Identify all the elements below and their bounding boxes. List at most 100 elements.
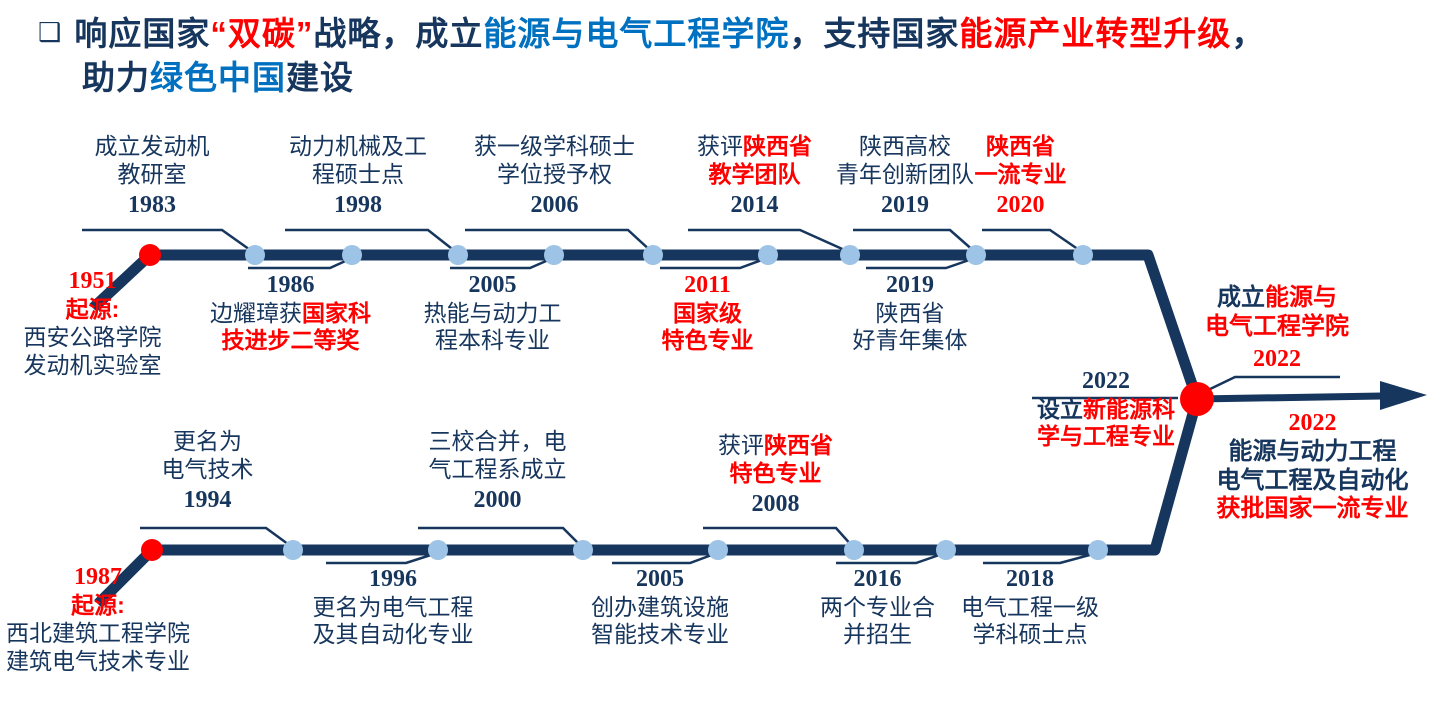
milestone-year: 2005	[468, 272, 517, 298]
milestone-year: 2020	[996, 192, 1045, 219]
milestone-year: 2018	[1006, 566, 1054, 592]
milestone-2022-new-energy: 2022 设立新能源科学与工程专业	[1022, 364, 1190, 451]
milestone-label: 创办建筑设施智能技术专业	[591, 593, 729, 648]
milestone-2019-youth-group: 2019 陕西省好青年集体	[820, 268, 1000, 355]
milestone-year: 2019	[886, 272, 934, 298]
bullet-square-icon: ❑	[38, 17, 63, 47]
dot-2005-building	[708, 540, 728, 560]
milestone-label: 两个专业合并招生	[820, 593, 935, 648]
connector-2008	[703, 526, 854, 548]
dot-1994	[283, 540, 303, 560]
milestone-year: 1998	[334, 192, 382, 219]
origin-label: 起源:	[65, 295, 120, 322]
connector-2014	[688, 228, 850, 254]
dot-1996	[428, 540, 448, 560]
milestone-year: 2008	[751, 491, 800, 518]
dot-2006	[643, 245, 663, 265]
dot-2008	[844, 540, 864, 560]
milestone-label: 动力机械及工程硕士点	[289, 133, 427, 187]
milestone-2018: 2018 电气工程一级学科硕士点	[940, 562, 1120, 649]
connector-2000	[418, 526, 583, 548]
dot-2000	[573, 540, 593, 560]
milestone-2014: 获评陕西省教学团队 2014	[662, 133, 847, 220]
milestone-year: 2000	[473, 487, 522, 514]
title-line-2: 助力绿色中国建设	[82, 58, 354, 96]
milestone-1986: 1986 边耀璋获国家科技进步二等奖	[198, 268, 383, 355]
start-dot-1987	[141, 539, 163, 561]
milestone-2019-innovation-team: 陕西高校青年创新团队 2019	[815, 133, 995, 220]
milestone-label: 获评陕西省教学团队	[697, 133, 812, 187]
milestone-1998: 动力机械及工程硕士点 1998	[268, 133, 448, 220]
milestone-2016: 2016 两个专业合并招生	[790, 562, 965, 649]
origin-label: 起源:	[71, 591, 125, 618]
milestone-2011: 2011 国家级特色专业	[620, 268, 795, 355]
dot-1998	[448, 245, 468, 265]
milestone-year: 1996	[369, 566, 417, 592]
milestone-2022-college-founded: 成立能源与电气工程学院 2022	[1192, 284, 1362, 373]
dot-1983	[245, 245, 265, 265]
dot-2016	[936, 540, 956, 560]
connector-1998	[285, 228, 457, 253]
milestone-label: 获一级学科硕士学位授予权	[474, 133, 635, 187]
milestone-year: 1987	[74, 564, 122, 590]
milestone-label: 陕西省一流专业	[974, 133, 1067, 187]
dot-1986	[342, 245, 362, 265]
connector-2005-building	[612, 551, 718, 565]
milestone-2005-building: 2005 创办建筑设施智能技术专业	[570, 562, 750, 649]
milestone-year: 2022	[1253, 345, 1301, 372]
milestone-label: 边耀璋获国家科技进步二等奖	[210, 299, 371, 354]
start-dot-1951	[139, 244, 161, 266]
milestone-2008: 获评陕西省特色专业 2008	[688, 432, 863, 519]
timeline-bottom	[94, 397, 1203, 608]
milestone-year: 2019	[881, 192, 929, 219]
milestone-label: 设立新能源科学与工程专业	[1037, 395, 1175, 450]
connector-2005-thermal	[450, 256, 554, 270]
connector-2006	[465, 228, 653, 253]
milestone-label: 成立发动机教研室	[94, 133, 210, 187]
milestone-label: 陕西高校青年创新团队	[836, 133, 974, 187]
milestone-label: 电气工程一级学科硕士点	[961, 593, 1099, 648]
milestone-2006: 获一级学科硕士学位授予权 2006	[452, 133, 657, 220]
dot-2020	[1073, 245, 1093, 265]
connector-1994	[140, 526, 293, 549]
milestone-2000: 三校合并，电气工程系成立 2000	[405, 428, 590, 515]
milestone-2005-thermal: 2005 热能与动力工程本科专业	[400, 268, 585, 355]
dot-2005-thermal	[544, 245, 564, 265]
milestone-year: 1983	[128, 192, 176, 219]
milestone-label: 西安公路学院发动机实验室	[23, 324, 162, 378]
connector-2019-team	[853, 228, 976, 253]
milestone-1994: 更名为电气技术 1994	[120, 428, 295, 515]
milestone-1996: 1996 更名为电气工程及其自动化专业	[298, 562, 488, 649]
milestone-label: 获评陕西省特色专业	[718, 432, 833, 486]
dot-2011	[758, 245, 778, 265]
title-line-1: ❑响应国家“双碳”战略，成立能源与电气工程学院，支持国家能源产业转型升级，	[38, 15, 1266, 52]
connector-1983	[82, 228, 254, 254]
milestone-year: 2022	[1288, 410, 1337, 436]
arrow-line	[1196, 392, 1383, 403]
connector-2016	[836, 551, 946, 565]
milestone-year: 2011	[684, 272, 731, 298]
milestone-year: 2006	[530, 192, 579, 219]
milestone-label: 热能与动力工程本科专业	[423, 299, 562, 354]
milestone-label: 三校合并，电气工程系成立	[428, 428, 567, 482]
connector-2020	[982, 228, 1083, 254]
milestone-label: 陕西省好青年集体	[852, 299, 968, 354]
milestone-1951-origin: 1951 起源: 西安公路学院发动机实验室	[10, 264, 175, 380]
milestone-year: 1994	[183, 487, 232, 514]
milestone-label: 成立能源与电气工程学院	[1205, 284, 1349, 340]
dot-2019	[966, 245, 986, 265]
milestone-1987-origin: 1987 起源: 西北建筑工程学院建筑电气技术专业	[3, 560, 193, 676]
connector-2022-top-right	[1205, 375, 1340, 393]
milestone-year: 1951	[68, 268, 117, 294]
connector-2011	[660, 256, 768, 270]
milestone-year: 2014	[730, 192, 779, 219]
milestone-label: 国家级特色专业	[661, 299, 754, 354]
dot-2018	[1088, 540, 1108, 560]
milestone-year: 2016	[853, 566, 902, 592]
milestone-year: 1986	[266, 272, 315, 298]
milestone-1983: 成立发动机教研室 1983	[62, 133, 242, 220]
milestone-year: 2005	[636, 566, 684, 592]
connector-1996	[326, 551, 438, 565]
